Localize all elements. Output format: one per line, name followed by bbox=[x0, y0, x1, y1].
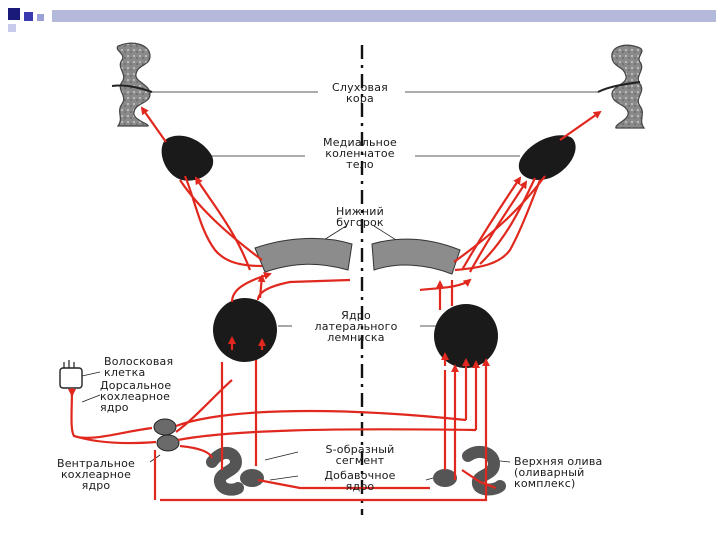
accessory-nucleus-left bbox=[240, 469, 264, 487]
lateral-lemniscus-left bbox=[213, 298, 277, 362]
header-square-2 bbox=[24, 12, 33, 21]
lateral-lemniscus-right bbox=[434, 304, 498, 368]
leader-lines bbox=[81, 91, 598, 481]
s-segment-left bbox=[206, 447, 244, 496]
pathways bbox=[68, 106, 602, 502]
header-square-4 bbox=[8, 24, 16, 32]
medial-geniculate-left bbox=[161, 135, 214, 181]
header-bar bbox=[52, 10, 716, 22]
accessory-nucleus-right bbox=[433, 469, 457, 487]
auditory-cortex-right bbox=[611, 44, 646, 129]
hair-cell bbox=[59, 367, 83, 389]
inferior-colliculus-left bbox=[254, 237, 353, 273]
ventral-cochlear-nucleus bbox=[156, 434, 180, 452]
dorsal-cochlear-nucleus bbox=[153, 418, 177, 436]
header-square-1 bbox=[8, 8, 20, 20]
header-square-3 bbox=[37, 14, 44, 21]
auditory-cortex-left bbox=[116, 42, 151, 127]
medial-geniculate-right bbox=[518, 135, 576, 180]
inferior-colliculus-right bbox=[371, 238, 461, 275]
